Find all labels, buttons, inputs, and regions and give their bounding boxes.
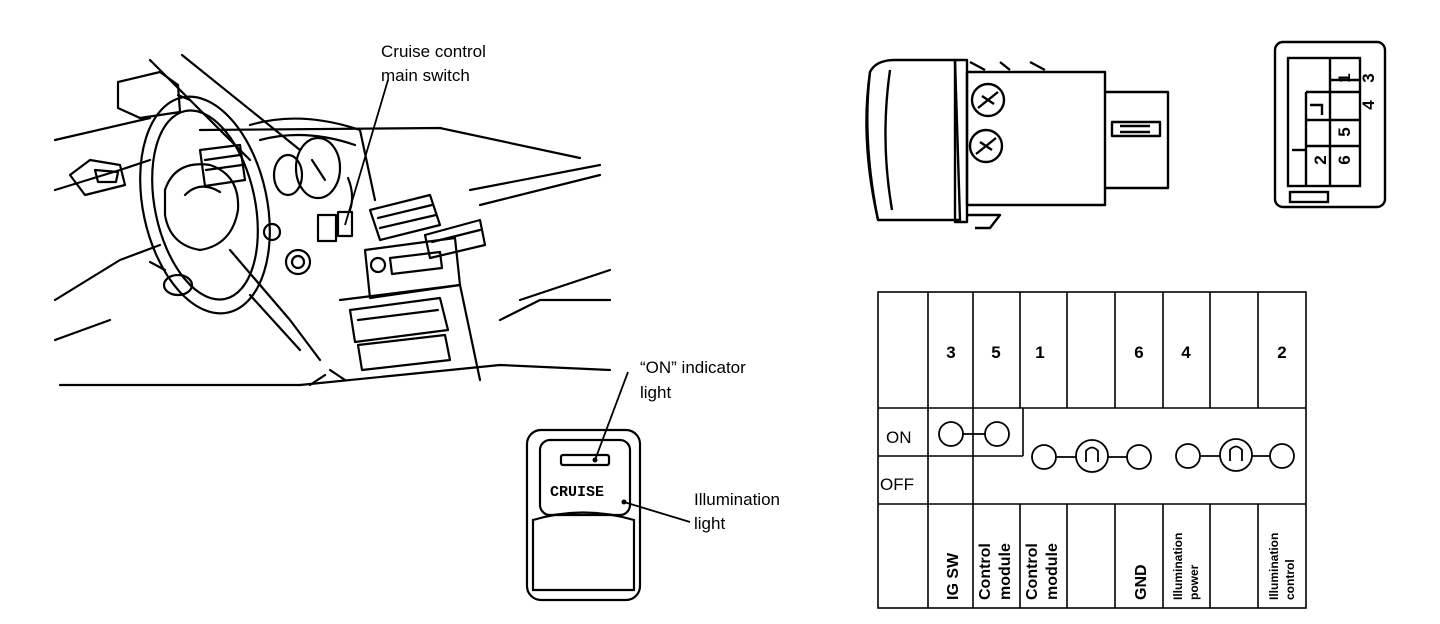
function-ig-sw: IG SW <box>945 552 962 600</box>
switch-face-illustration <box>525 428 642 602</box>
function-control-module-b-l2: module <box>1044 543 1061 600</box>
switch-face-text: CRUISE <box>550 484 604 501</box>
table-grid <box>877 291 1307 609</box>
label-illumination-line1: Illumination <box>694 490 780 509</box>
function-gnd: GND <box>1133 564 1150 600</box>
connector-pin-5: 5 <box>1335 127 1354 136</box>
label-main-switch-line1: Cruise control <box>381 42 486 61</box>
function-control-module-a-l2: module <box>997 543 1014 600</box>
leader-main-switch <box>344 79 389 226</box>
continuity-4-2-illumination-bulb <box>1175 438 1295 472</box>
continuity-table: 3 5 1 6 4 2 ON OFF <box>877 291 1307 609</box>
connector-pin-1: 1 <box>1335 73 1354 82</box>
connector-pin-labels: 1 3 4 5 2 6 <box>1311 73 1378 164</box>
row-label-off: OFF <box>880 475 914 494</box>
function-control-module-a-l1: Control <box>977 543 994 600</box>
leader-illumination <box>623 501 691 523</box>
dashboard-illustration <box>53 53 612 387</box>
leader-dot-illum <box>621 499 627 505</box>
function-illumination-power-l1: Illumination <box>1171 533 1185 600</box>
continuity-on-3-5 <box>938 421 1010 447</box>
connector-pin-6: 6 <box>1335 155 1354 164</box>
switch-side-view <box>865 58 1170 230</box>
leader-dot-on <box>592 457 598 463</box>
terminal-header-6: 6 <box>1134 343 1143 362</box>
terminal-header-5: 5 <box>991 343 1000 362</box>
function-illumination-control-l1: Illumination <box>1267 533 1281 600</box>
connector-pin-2: 2 <box>1311 155 1330 164</box>
function-illumination-control-l2: control <box>1283 559 1297 600</box>
terminal-header-3: 3 <box>946 343 955 362</box>
leader-on-indicator <box>594 371 629 461</box>
terminal-header-4: 4 <box>1181 343 1191 362</box>
label-on-indicator-line1: “ON” indicator <box>640 358 746 377</box>
function-control-module-b-l1: Control <box>1024 543 1041 600</box>
function-illumination-power-l2: power <box>1187 564 1201 600</box>
terminal-header-1: 1 <box>1035 343 1044 362</box>
connector-pin-4: 4 <box>1359 100 1378 110</box>
connector-pin-3: 3 <box>1359 73 1378 82</box>
row-label-on: ON <box>886 428 912 447</box>
continuity-1-6-indicator-bulb <box>1031 439 1152 473</box>
label-illumination-line2: light <box>694 514 726 533</box>
label-on-indicator-line2: light <box>640 383 672 402</box>
label-main-switch-line2: main switch <box>381 66 470 85</box>
terminal-header-2: 2 <box>1277 343 1286 362</box>
connector-face <box>1273 40 1387 209</box>
